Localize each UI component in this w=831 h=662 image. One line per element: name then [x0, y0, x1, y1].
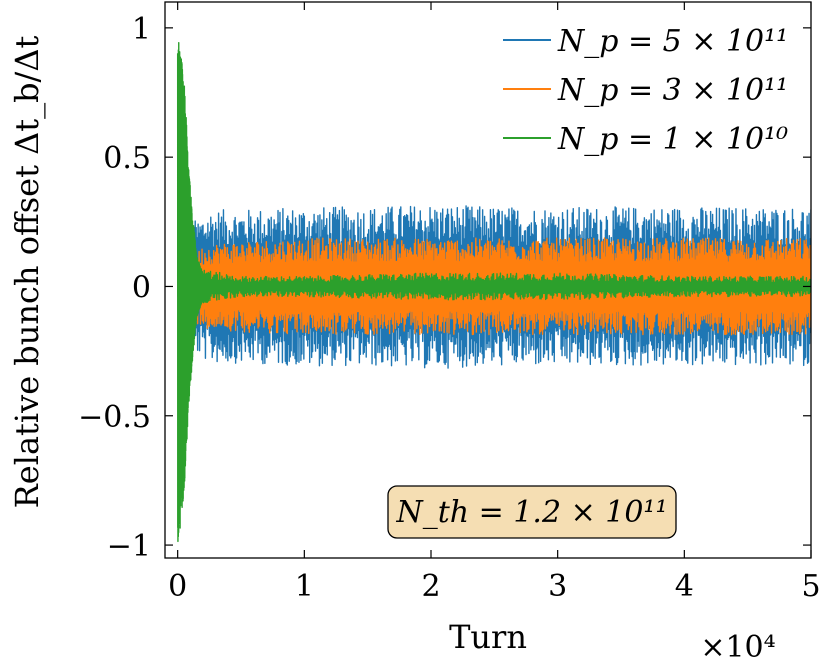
annotation-box: N_th = 1.2 × 10¹¹ [387, 485, 677, 539]
x-tick-label: 5 [801, 569, 820, 604]
legend-label-3: N_p = 1 × 10¹⁰ [557, 122, 788, 157]
y-tick-label: 0.5 [103, 141, 151, 176]
y-tick-label: −0.5 [78, 400, 151, 435]
series-line-3 [176, 42, 811, 543]
x-axis-label: Turn [449, 618, 527, 656]
x-tick-label: 0 [168, 569, 187, 604]
annotation-text: N_th = 1.2 × 10¹¹ [396, 495, 668, 530]
y-tick-label: 1 [132, 12, 151, 47]
x-tick-label: 2 [421, 569, 440, 604]
y-tick-label: −1 [107, 529, 151, 564]
x-tick-label: 4 [675, 569, 694, 604]
y-tick-label: 0 [132, 270, 151, 305]
x-axis-multiplier: ×10⁴ [700, 630, 775, 662]
plot-frame [164, 1, 812, 559]
x-tick-label: 3 [548, 569, 567, 604]
y-axis-label: Relative bunch offset Δt_b/Δt [8, 36, 46, 509]
legend: N_p = 5 × 10¹¹ N_p = 3 × 10¹¹ N_p = 1 × 10… [503, 24, 788, 157]
legend-label-1: N_p = 5 × 10¹¹ [557, 24, 788, 59]
x-tick-label: 1 [295, 569, 314, 604]
legend-label-2: N_p = 3 × 10¹¹ [557, 73, 788, 108]
